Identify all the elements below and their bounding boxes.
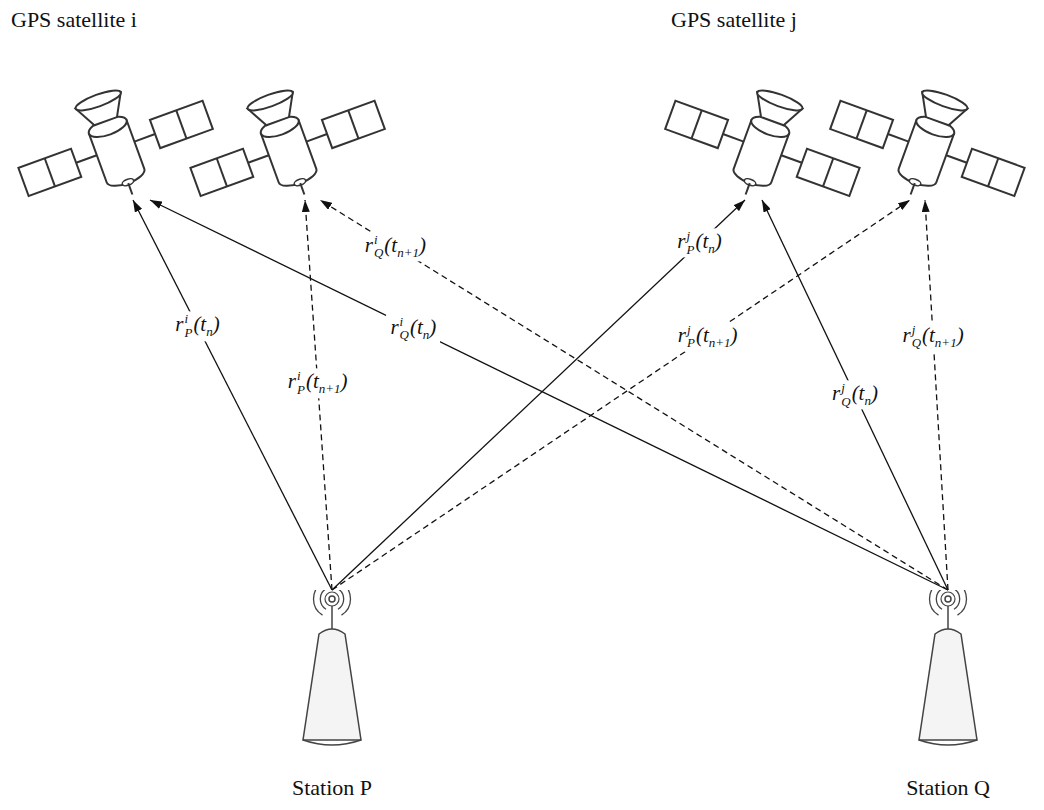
antenna-tower bbox=[277, 590, 387, 760]
satellite-icon bbox=[819, 61, 1039, 228]
range-label: rQi(tn) bbox=[386, 314, 440, 343]
range-line-dashed bbox=[925, 200, 948, 590]
satellite-group: GPS satellite j bbox=[665, 5, 1039, 200]
range-label: rQj(tn) bbox=[828, 380, 882, 409]
satellite-icon bbox=[4, 61, 224, 228]
satellite-group: GPS satellite i bbox=[5, 5, 380, 200]
range-label: rQj(tn+1) bbox=[898, 322, 967, 351]
range-line bbox=[762, 200, 948, 590]
station-name: Station P bbox=[292, 775, 372, 801]
range-line bbox=[150, 200, 948, 590]
station-name: Station Q bbox=[906, 775, 990, 801]
antenna-tower bbox=[893, 590, 1003, 760]
satellite-title: GPS satellite i bbox=[11, 7, 137, 33]
range-label: rPi(tn) bbox=[171, 312, 223, 341]
range-label: rPi(tn+1) bbox=[284, 369, 352, 398]
ground-station: Station Q bbox=[893, 590, 1003, 805]
range-line-dashed bbox=[320, 200, 948, 590]
range-line-dashed bbox=[332, 200, 910, 590]
range-label: rPj(tn+1) bbox=[674, 322, 742, 351]
range-line bbox=[332, 200, 745, 590]
ground-station: Station P bbox=[277, 590, 387, 805]
range-label: rQi(tn+1) bbox=[361, 232, 430, 261]
range-label: rPj(tn) bbox=[673, 228, 725, 257]
satellite-icon bbox=[176, 61, 396, 228]
satellite-title: GPS satellite j bbox=[671, 7, 797, 33]
range-line bbox=[133, 200, 332, 590]
